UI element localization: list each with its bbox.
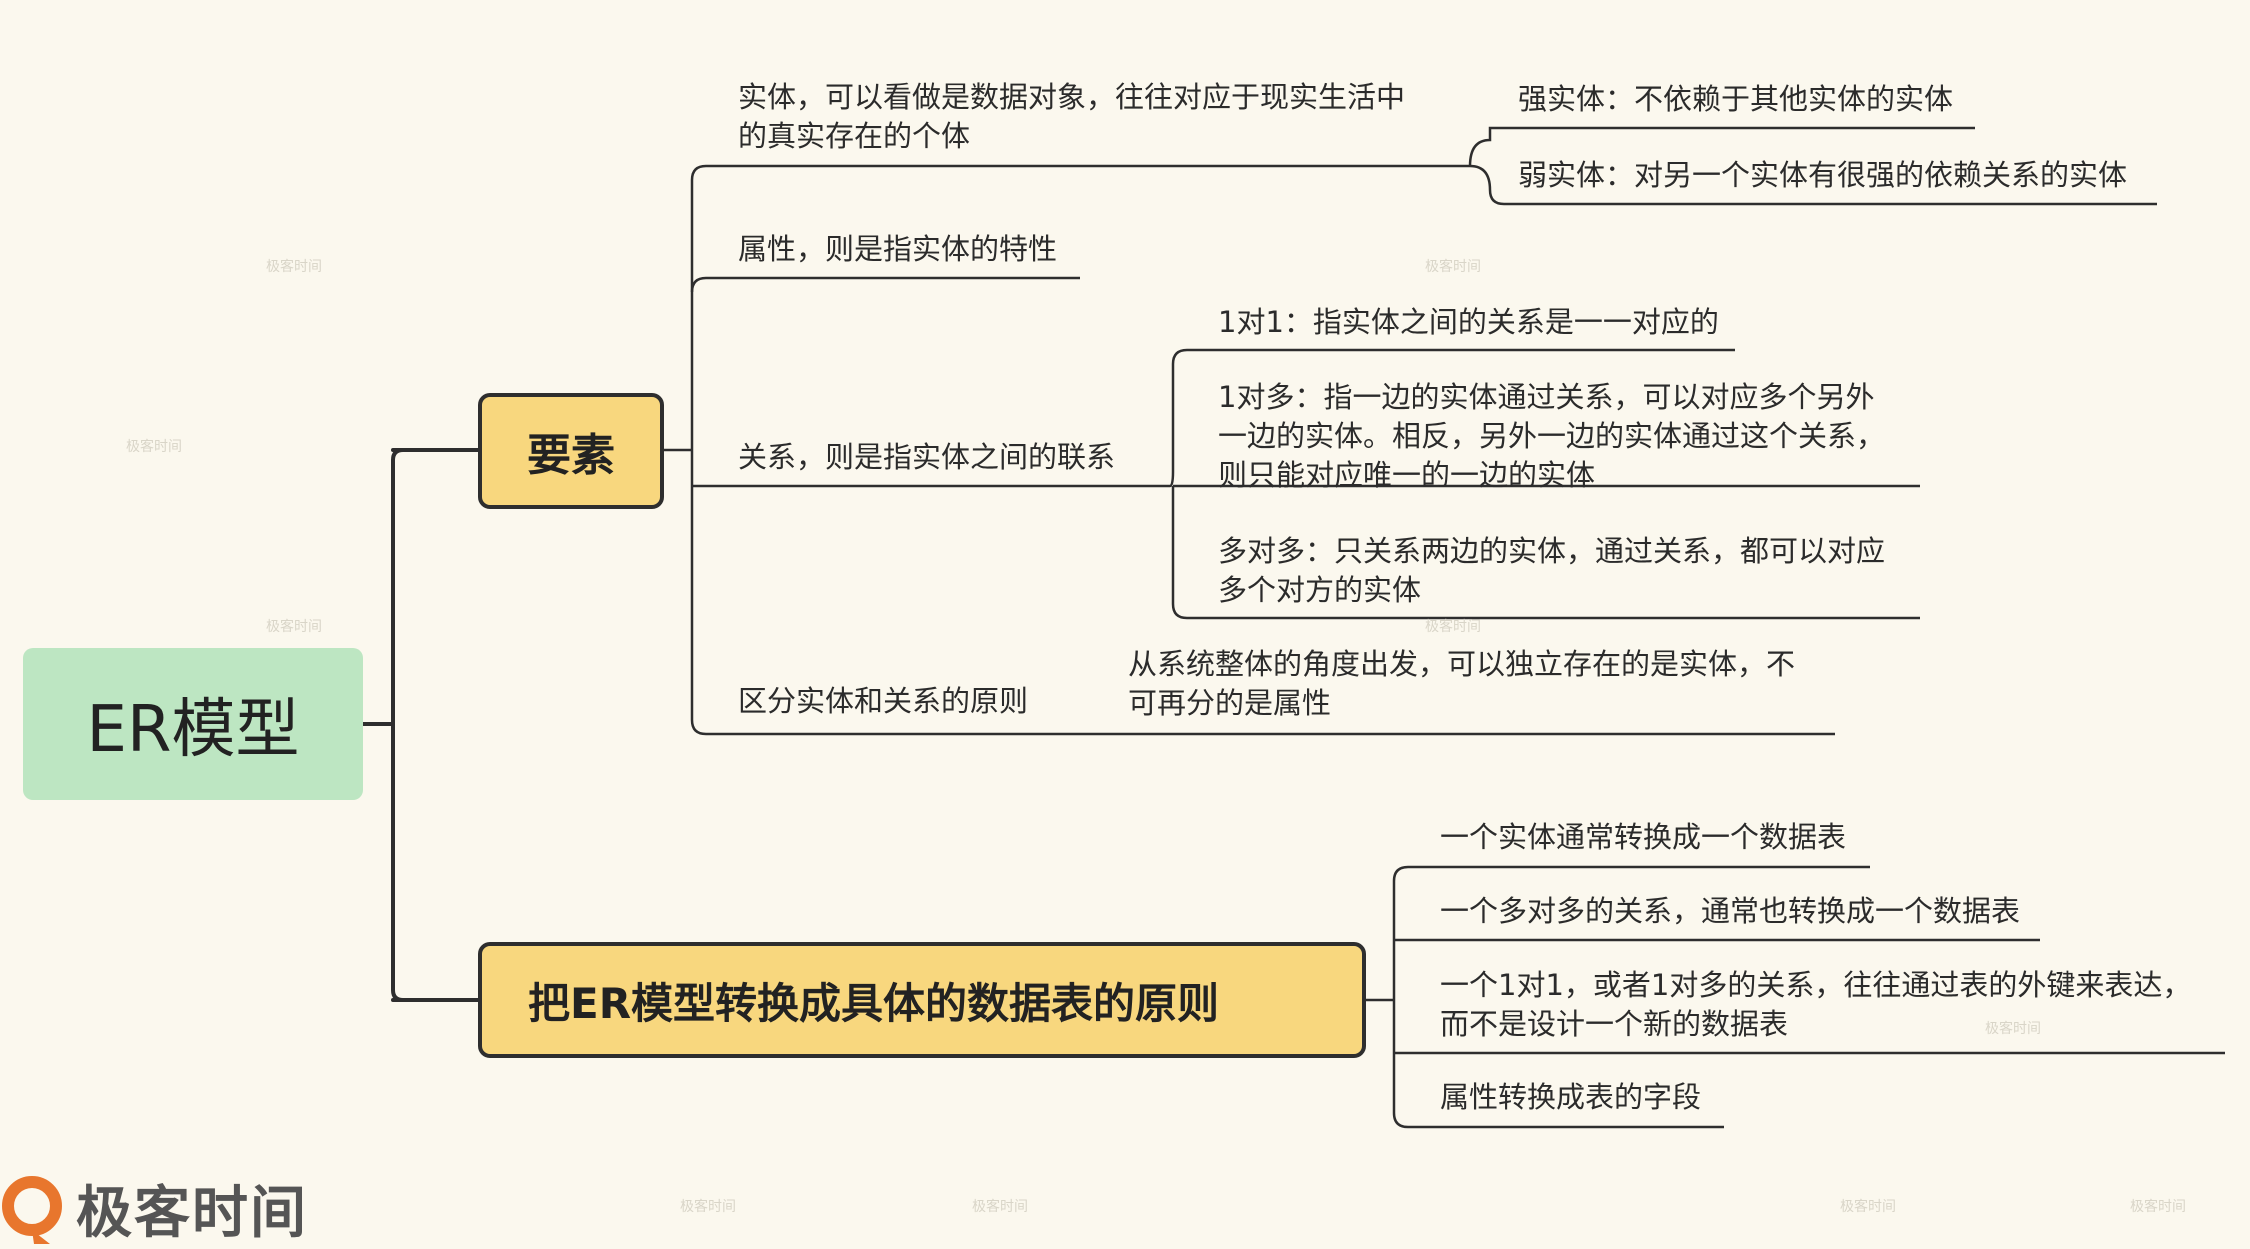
topic-label: 区分实体和关系的原则 — [738, 684, 1029, 718]
topic-foreign-key[interactable]: 一个1对1，或者1对多的关系，往往通过表的外键来表达， 而不是设计一个新的数据表 — [1440, 966, 2191, 1044]
topic-line: 从系统整体的角度出发，可以独立存在的是实体，不 — [1128, 647, 1796, 681]
topic-many-to-many-to-table[interactable]: 一个多对多的关系，通常也转换成一个数据表 — [1440, 892, 2020, 931]
geektime-logo-icon — [2, 1175, 62, 1244]
topic-label: 属性转换成表的字段 — [1440, 1080, 1702, 1114]
watermark: 极客时间 — [2130, 1199, 2186, 1215]
watermark: 极客时间 — [1985, 1021, 2041, 1037]
topic-one-to-many[interactable]: 1对多：指一边的实体通过关系，可以对应多个另外 一边的实体。相反，另外一边的实体… — [1218, 378, 1885, 495]
watermark: 极客时间 — [680, 1199, 736, 1215]
topic-line: 多个对方的实体 — [1218, 573, 1422, 607]
topic-line: 一边的实体。相反，另外一边的实体通过这个关系， — [1218, 419, 1886, 453]
topic-line: 一个1对1，或者1对多的关系，往往通过表的外键来表达， — [1440, 968, 2192, 1002]
topic-line: 而不是设计一个新的数据表 — [1440, 1007, 1789, 1041]
branch-label: 要素 — [527, 430, 615, 481]
topic-line: 可再分的是属性 — [1128, 686, 1332, 720]
watermark: 极客时间 — [266, 619, 322, 635]
topic-line: 实体，可以看做是数据对象，往往对应于现实生活中 — [738, 80, 1406, 114]
topic-entity[interactable]: 实体，可以看做是数据对象，往往对应于现实生活中 的真实存在的个体 — [738, 78, 1405, 156]
topic-line: 多对多：只关系两边的实体，通过关系，都可以对应 — [1218, 534, 1886, 568]
topic-attribute[interactable]: 属性，则是指实体的特性 — [738, 230, 1057, 269]
root-label: ER模型 — [86, 693, 300, 767]
topic-label: 关系，则是指实体之间的联系 — [738, 440, 1116, 474]
watermark: 极客时间 — [266, 259, 322, 275]
logo-text: 极客时间 — [76, 1181, 308, 1246]
topic-strong-entity[interactable]: 强实体：不依赖于其他实体的实体 — [1518, 80, 1953, 119]
topic-distinguish-principle[interactable]: 区分实体和关系的原则 — [738, 682, 1028, 721]
watermark: 极客时间 — [126, 439, 182, 455]
watermark: 极客时间 — [1425, 259, 1481, 275]
topic-line: 1对多：指一边的实体通过关系，可以对应多个另外 — [1218, 380, 1875, 414]
topic-one-to-one[interactable]: 1对1：指实体之间的关系是一一对应的 — [1218, 303, 1719, 342]
topic-many-to-many[interactable]: 多对多：只关系两边的实体，通过关系，都可以对应 多个对方的实体 — [1218, 532, 1885, 610]
root-node-er-model[interactable]: ER模型 — [23, 648, 363, 800]
topic-relationship[interactable]: 关系，则是指实体之间的联系 — [738, 438, 1115, 477]
topic-line: 则只能对应唯一的一边的实体 — [1218, 458, 1596, 492]
watermark: 极客时间 — [1425, 619, 1481, 635]
branch-label: 把ER模型转换成具体的数据表的原则 — [528, 978, 1220, 1028]
topic-distinguish-note[interactable]: 从系统整体的角度出发，可以独立存在的是实体，不 可再分的是属性 — [1128, 645, 1795, 723]
branch-node-elements[interactable]: 要素 — [478, 393, 664, 509]
topic-label: 强实体：不依赖于其他实体的实体 — [1518, 82, 1954, 116]
topic-label: 一个实体通常转换成一个数据表 — [1440, 820, 1847, 854]
topic-label: 属性，则是指实体的特性 — [738, 232, 1058, 266]
watermark: 极客时间 — [1840, 1199, 1896, 1215]
topic-label: 1对1：指实体之间的关系是一一对应的 — [1218, 305, 1719, 339]
topic-line: 的真实存在的个体 — [738, 119, 971, 153]
topic-label: 弱实体：对另一个实体有很强的依赖关系的实体 — [1518, 158, 2128, 192]
watermark: 极客时间 — [972, 1199, 1028, 1215]
branch-node-conversion-principles[interactable]: 把ER模型转换成具体的数据表的原则 — [478, 942, 1366, 1058]
topic-entity-to-table[interactable]: 一个实体通常转换成一个数据表 — [1440, 818, 1846, 857]
topic-label: 一个多对多的关系，通常也转换成一个数据表 — [1440, 894, 2021, 928]
topic-weak-entity[interactable]: 弱实体：对另一个实体有很强的依赖关系的实体 — [1518, 156, 2127, 195]
geektime-logo: 极客时间 — [0, 1168, 308, 1249]
topic-attribute-to-field[interactable]: 属性转换成表的字段 — [1440, 1078, 1701, 1117]
